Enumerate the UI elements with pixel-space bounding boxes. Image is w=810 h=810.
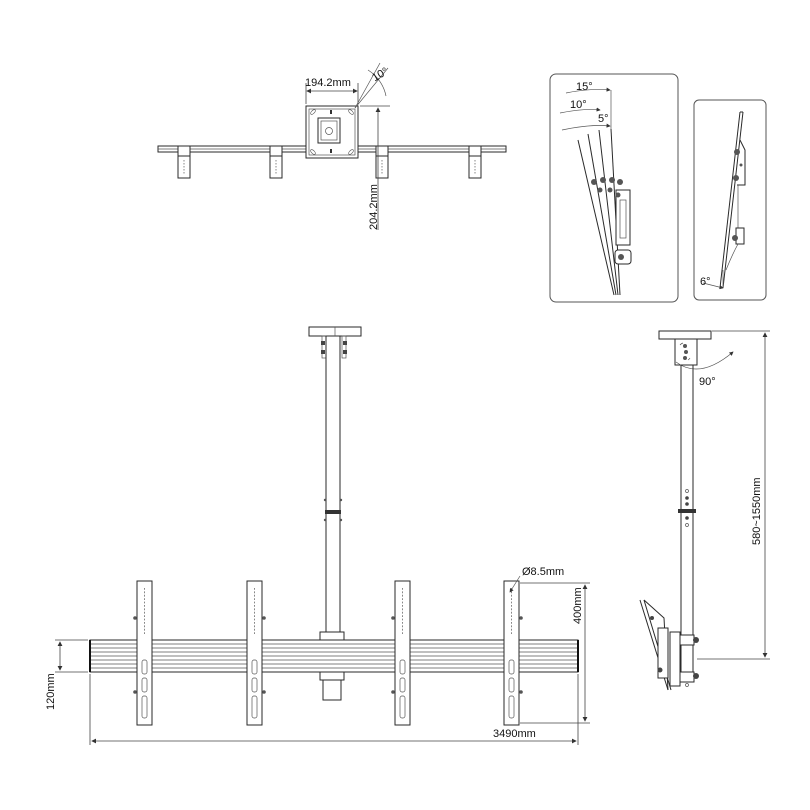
fixed-tilt-panel: 6° (693, 99, 767, 301)
front-view: Ø8.5mm 400mm 120mm 3490mm (45, 326, 590, 745)
top-clamp-3 (375, 145, 389, 179)
top-view: 194.2mm 10° 204.2mm (157, 62, 507, 230)
tilt-panel: 15° 10° 5° (549, 73, 679, 303)
total-width-label: 3490mm (493, 728, 536, 740)
upright-height-label: 400mm (572, 587, 584, 624)
tilt-5-label: 5° (598, 113, 609, 125)
upright-4 (503, 580, 523, 726)
fixed-tilt-label: 6° (700, 276, 711, 288)
upright-1 (133, 580, 153, 726)
top-width-label: 194.2mm (305, 77, 351, 89)
top-clamp-4 (468, 145, 482, 179)
top-clamp-1 (177, 145, 191, 179)
drop-range-label: 580~1550mm (751, 477, 763, 545)
hole-diameter-label: Ø8.5mm (522, 566, 564, 578)
pole-collar (325, 510, 341, 514)
side-view: 90° 580~1550mm (639, 330, 770, 691)
top-clamp-2 (269, 145, 283, 179)
swivel-angle-label: 90° (699, 376, 716, 388)
upright-2 (246, 580, 266, 726)
upright-3 (391, 580, 411, 726)
tilt-15-label: 15° (576, 81, 593, 93)
bar-height-label: 120mm (45, 673, 57, 710)
tilt-10-label: 10° (570, 99, 587, 111)
top-height-label: 204.2mm (368, 184, 380, 230)
